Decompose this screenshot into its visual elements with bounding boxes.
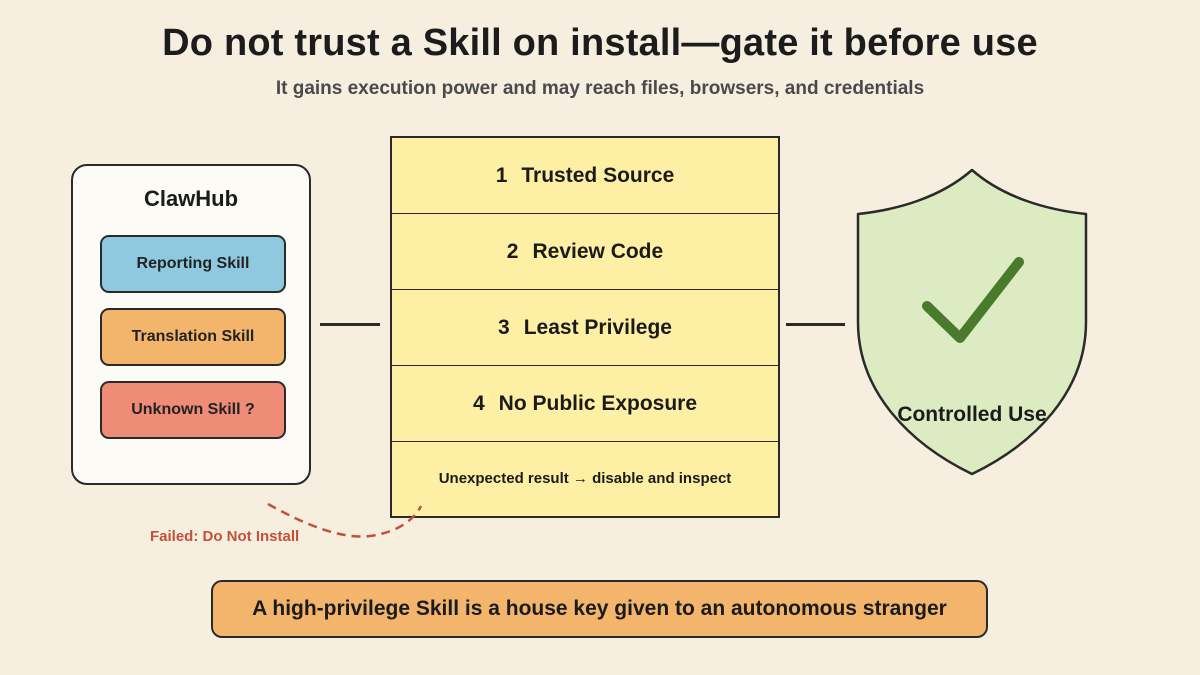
takeaway-banner: A high-privilege Skill is a house key gi… [211,580,988,638]
connector-gates-to-shield [786,323,845,326]
gate-step-2: 2 Review Code [392,214,778,290]
check-icon [922,257,1024,343]
clawhub-title: ClawHub [143,186,239,211]
gate-step-1-number: 1 [495,163,508,187]
gate-step-1-label: Trusted Source [521,163,675,187]
gate-step-4-number: 4 [472,391,485,415]
gate-step-3-number: 3 [498,315,510,339]
shield-icon [856,168,1088,476]
gate-step-4-label: No Public Exposure [498,391,698,415]
gate-checklist: 1 Trusted Source 2 Review Code 3 Least P… [390,136,780,518]
controlled-use-label: Controlled Use [897,403,1047,426]
gate-step-2-number: 2 [506,239,519,263]
gate-note: Unexpected result → disable and inspect [438,470,732,487]
gate-step-4: 4 No Public Exposure [392,366,778,442]
gate-step-3-label: Least Privilege [523,315,672,339]
failure-path-arrow [267,502,423,538]
translation-skill-card[interactable]: Translation Skill [100,308,286,366]
page-title: Do not trust a Skill on install—gate it … [162,22,1038,64]
gate-step-1: 1 Trusted Source [392,138,778,214]
gate-step-2-label: Review Code [532,239,664,263]
connector-hub-to-gates [320,323,380,326]
unknown-skill-card[interactable]: Unknown Skill ? [100,381,286,439]
reporting-skill-card[interactable]: Reporting Skill [100,235,286,293]
clawhub-panel: ClawHub Reporting Skill Translation Skil… [71,164,311,485]
page-subtitle: It gains execution power and may reach f… [275,78,925,99]
failed-do-not-install-label: Failed: Do Not Install [150,528,300,545]
gate-step-3: 3 Least Privilege [392,290,778,366]
